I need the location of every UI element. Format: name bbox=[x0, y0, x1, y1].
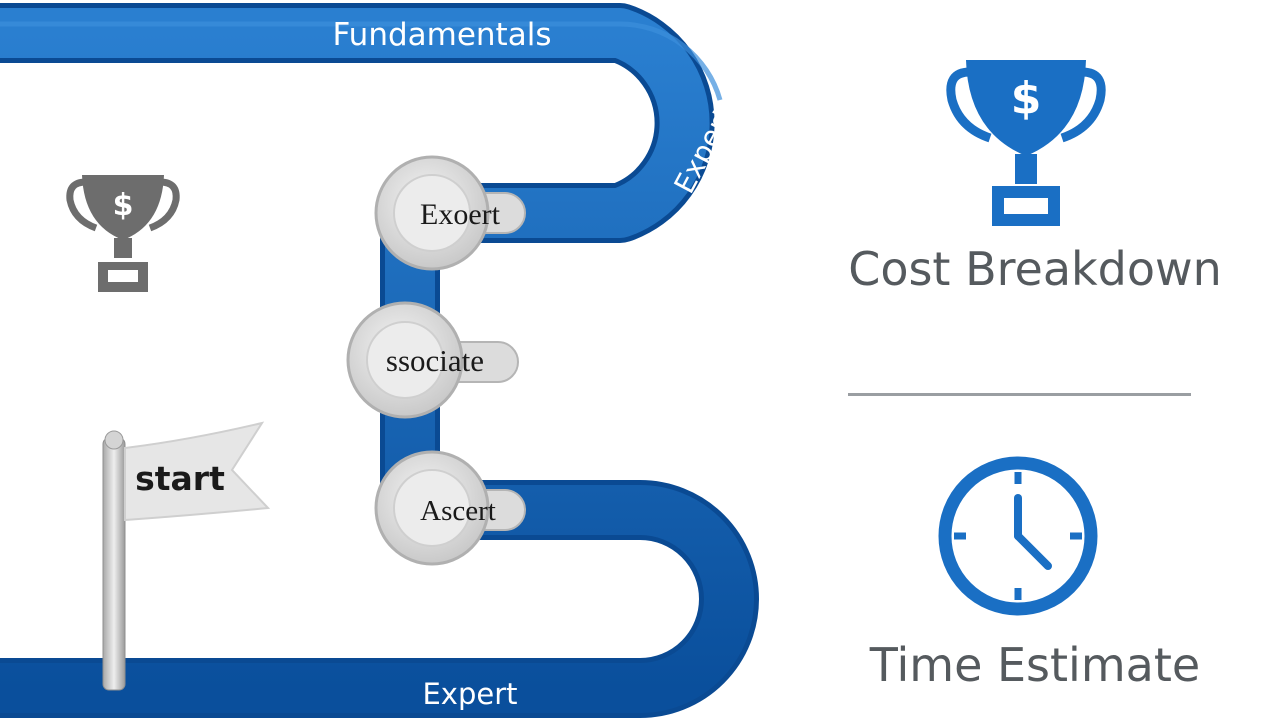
dollar-symbol: $ bbox=[1011, 73, 1042, 124]
path-label-fundamentals: Fundamentals bbox=[333, 17, 552, 53]
milestone-label: Exoert bbox=[420, 198, 501, 231]
clock-icon bbox=[938, 456, 1098, 616]
milestone-node: Ascert bbox=[374, 450, 526, 566]
dollar-symbol: $ bbox=[113, 188, 134, 223]
time-estimate-title: Time Estimate bbox=[869, 638, 1201, 692]
start-flag: start bbox=[102, 421, 271, 691]
milestone-node: ssociate bbox=[346, 301, 519, 419]
milestone-label: Ascert bbox=[420, 495, 496, 527]
trophy-dollar-icon: $ bbox=[66, 175, 180, 292]
cost-breakdown-title: Cost Breakdown bbox=[848, 242, 1222, 296]
path-label-bottom-expert: Expert bbox=[422, 677, 517, 711]
section-divider bbox=[848, 393, 1191, 396]
trophy-dollar-icon: $ bbox=[946, 60, 1106, 226]
milestone-node: Exoert bbox=[374, 155, 526, 271]
flag-label: start bbox=[135, 459, 225, 498]
milestone-label: ssociate bbox=[386, 343, 484, 378]
